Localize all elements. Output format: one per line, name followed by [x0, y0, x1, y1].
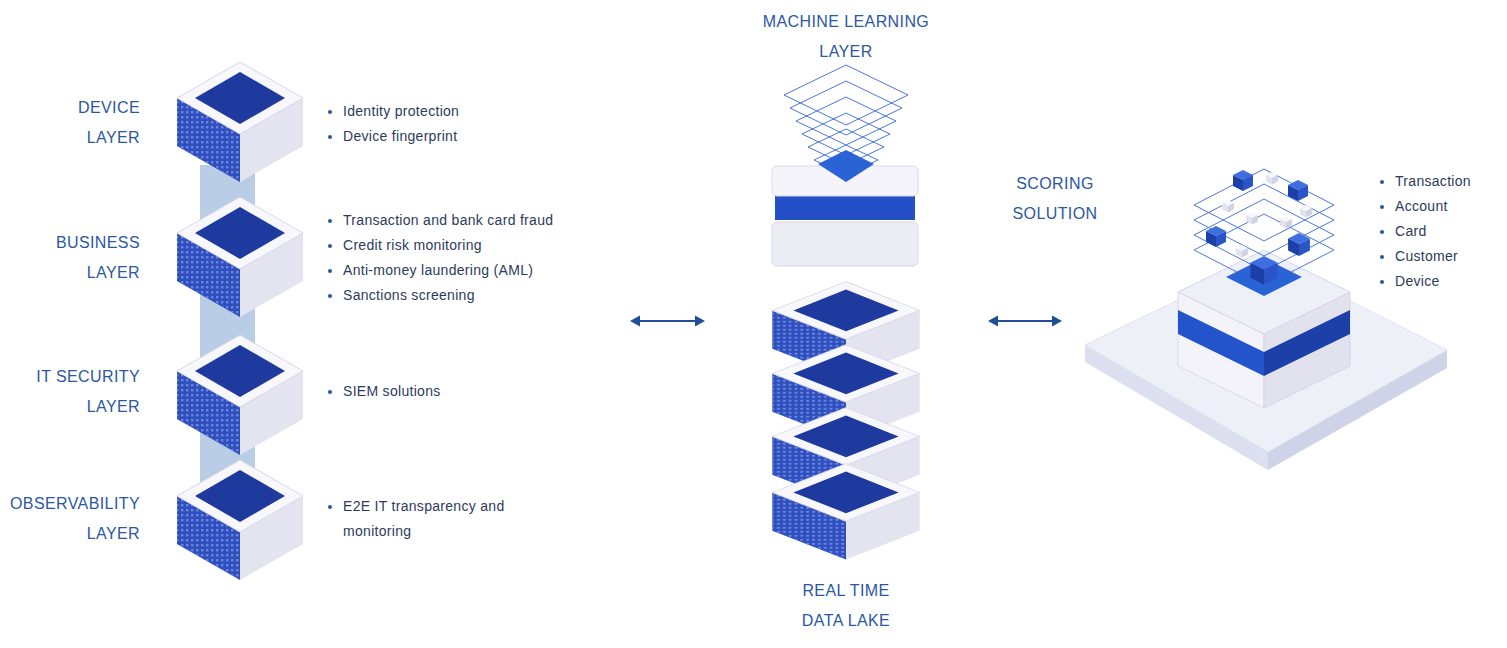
- bullet-item: Card: [1380, 219, 1490, 244]
- ml-node: MACHINE LEARNING LAYER: [770, 5, 922, 265]
- bullet-item: Identity protection: [328, 99, 578, 124]
- bullet-item: SIEM solutions: [328, 379, 578, 404]
- scoring-platform: [1085, 169, 1447, 470]
- bullet-item: Account: [1380, 194, 1490, 219]
- layer-title: OBSERVABILITY LAYER: [0, 489, 140, 549]
- connector-line: [996, 320, 1054, 322]
- bullet-item: Device fingerprint: [328, 124, 578, 149]
- title-text: BUSINESS LAYER: [56, 234, 140, 281]
- ml-block: [772, 65, 918, 266]
- layer-node: IT SECURITY LAYER SIEM solutions: [0, 330, 600, 455]
- bullet-item: Customer: [1380, 244, 1490, 269]
- scoring-node: SCORING SOLUTIONTransactionAccountCardCu…: [1080, 165, 1490, 475]
- bullet-list: SIEM solutions: [328, 379, 578, 404]
- data-lake-node: REAL TIME DATA LAKE: [770, 280, 922, 565]
- bullet-item: Anti-money laundering (AML): [328, 258, 593, 283]
- bullet-item: Device: [1380, 269, 1490, 294]
- data-lake-stack: [772, 282, 919, 560]
- bullet-list: E2E IT transparency and monitoring: [328, 494, 523, 544]
- arrow-head: [695, 316, 705, 327]
- layer-title: MACHINE LEARNING LAYER: [746, 7, 946, 67]
- title-text: REAL TIME DATA LAKE: [802, 582, 890, 629]
- bullet-item: E2E IT transparency and monitoring: [328, 494, 523, 544]
- bullet-list: Transaction and bank card fraudCredit ri…: [328, 208, 593, 308]
- layer-title: BUSINESS LAYER: [30, 228, 140, 288]
- layer-node: OBSERVABILITY LAYER E2E IT transparency a…: [0, 455, 600, 590]
- layer-title: IT SECURITY LAYER: [30, 362, 140, 422]
- arrow-head: [1052, 316, 1062, 327]
- bullet-item: Sanctions screening: [328, 283, 593, 308]
- connector-line: [638, 320, 697, 322]
- arrow-head: [630, 316, 640, 327]
- title-text: OBSERVABILITY LAYER: [10, 495, 140, 542]
- layer-title: SCORING SOLUTION: [1000, 169, 1110, 229]
- bullet-item: Transaction and bank card fraud: [328, 208, 593, 233]
- double-arrow: [630, 316, 705, 327]
- bullet-item: Transaction: [1380, 169, 1490, 194]
- arrow-head: [988, 316, 998, 327]
- bullet-list: Identity protectionDevice fingerprint: [328, 99, 578, 149]
- bullet-item: Credit risk monitoring: [328, 233, 593, 258]
- title-text: SCORING SOLUTION: [1013, 175, 1098, 222]
- layer-node: BUSINESS LAYER Transaction and bank card …: [0, 190, 600, 330]
- title-text: DEVICE LAYER: [78, 99, 140, 146]
- title-text: MACHINE LEARNING LAYER: [763, 13, 929, 60]
- title-text: IT SECURITY LAYER: [36, 368, 140, 415]
- layer-node: DEVICE LAYER Identity protectionDevice fi…: [0, 55, 600, 190]
- server-icons: [177, 62, 303, 580]
- layer-title: DEVICE LAYER: [30, 93, 140, 153]
- layer-title: REAL TIME DATA LAKE: [786, 576, 906, 636]
- bullet-list: TransactionAccountCardCustomerDevice: [1380, 169, 1490, 294]
- double-arrow: [988, 316, 1062, 327]
